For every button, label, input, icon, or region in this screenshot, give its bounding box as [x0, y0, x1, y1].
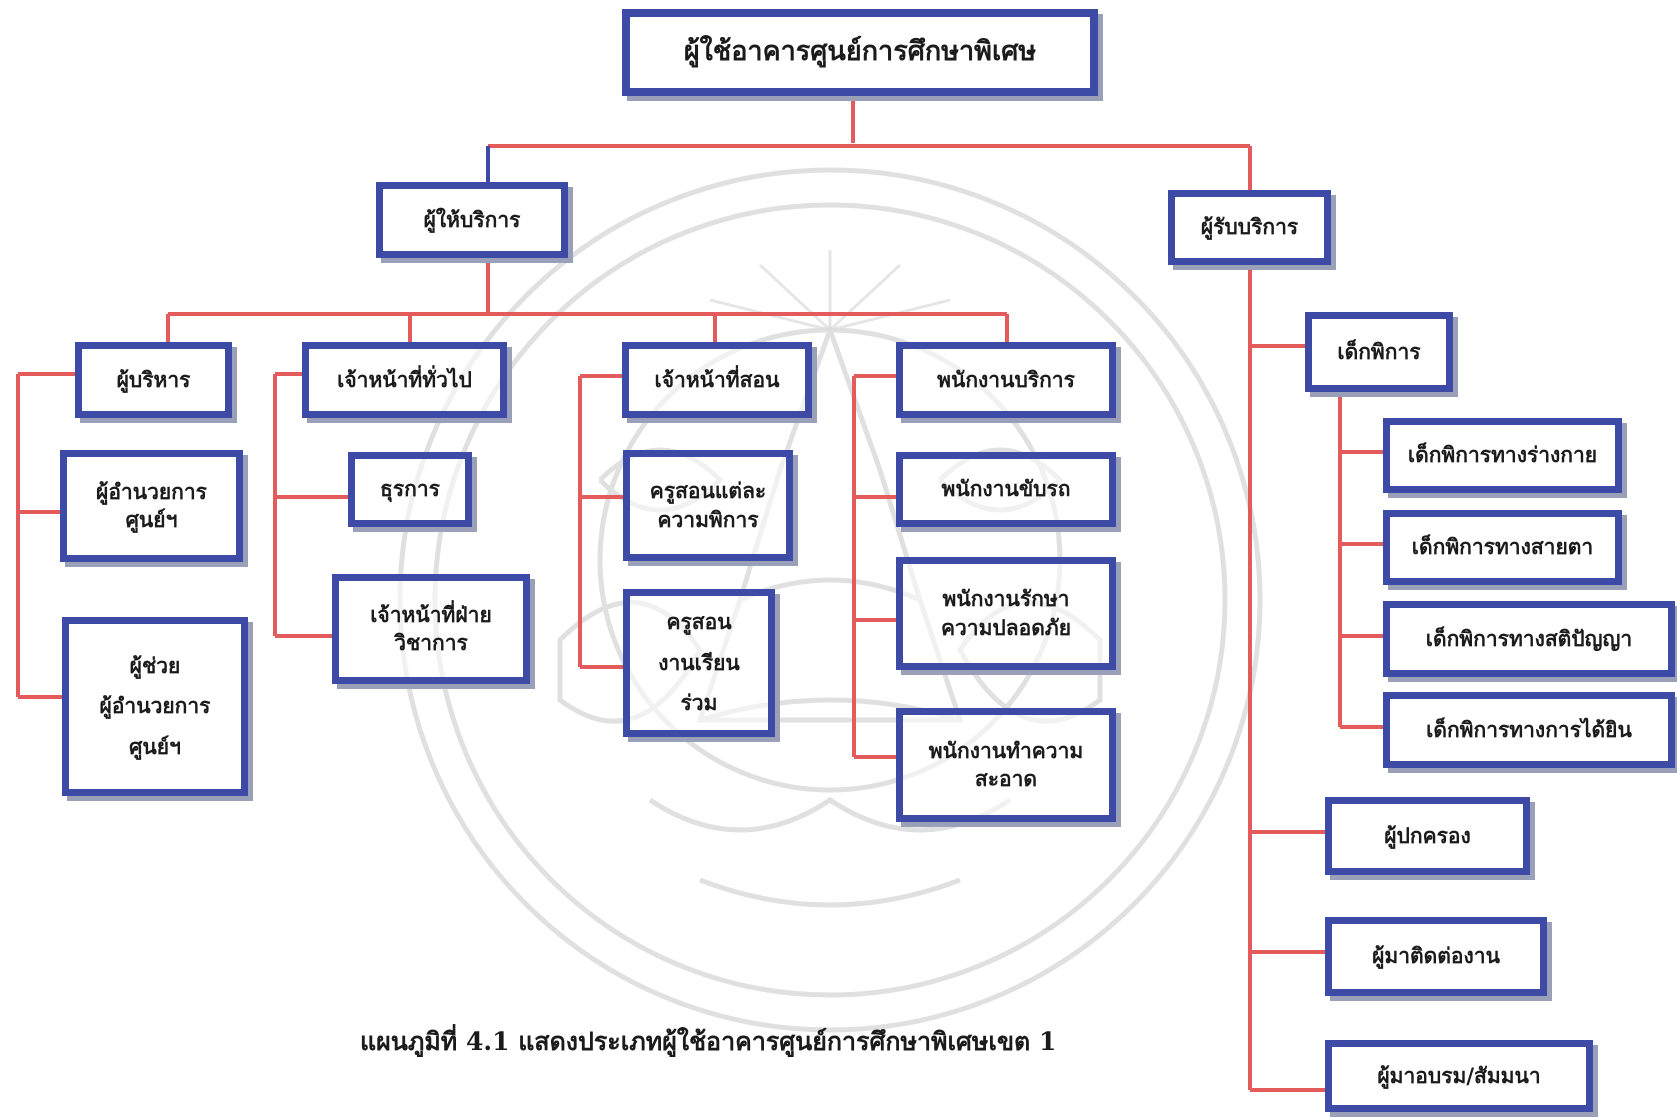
- intellectual-disability-box: เด็กพิการทางสติปัญญา: [1383, 601, 1675, 677]
- assistant-director-line-2: ผู้อำนวยการ: [99, 693, 211, 719]
- physical-disability-label: เด็กพิการทางร่างกาย: [1407, 442, 1598, 468]
- assistant-director-line-3: ศูนย์ฯ: [129, 733, 181, 759]
- cleaning-staff-box: พนักงานทำความ สะอาด: [896, 708, 1116, 822]
- director-line-1: ผู้อำนวยการ: [96, 478, 207, 504]
- inclusive-teacher-box: ครูสอน งานเรียน ร่วม: [623, 589, 775, 737]
- service-staff-box: พนักงานบริการ: [896, 342, 1116, 418]
- administrators-box: ผู้บริหาร: [75, 342, 232, 418]
- assistant-director-line-1: ผู้ช่วย: [129, 652, 181, 678]
- clerical-box: ธุรการ: [348, 452, 472, 527]
- intellectual-disability-label: เด็กพิการทางสติปัญญา: [1425, 625, 1633, 651]
- parents-box: ผู้ปกครอง: [1325, 797, 1530, 875]
- building-users-root-box: ผู้ใช้อาคารศูนย์การศึกษาพิเศษ: [622, 9, 1098, 96]
- security-staff-box: พนักงานรักษา ความปลอดภัย: [896, 557, 1116, 670]
- visual-disability-label: เด็กพิการทางสายตา: [1411, 534, 1594, 560]
- business-visitors-label: ผู้มาติดต่องาน: [1372, 943, 1500, 969]
- general-staff-box: เจ้าหน้าที่ทั่วไป: [302, 342, 507, 418]
- visual-disability-box: เด็กพิการทางสายตา: [1383, 510, 1622, 585]
- cleaning-staff-line-2: สะอาด: [974, 766, 1038, 791]
- trainees-box: ผู้มาอบรม/สัมมนา: [1325, 1040, 1593, 1112]
- general-staff-label: เจ้าหน้าที่ทั่วไป: [337, 366, 472, 392]
- teaching-staff-label: เจ้าหน้าที่สอน: [654, 366, 780, 392]
- security-staff-line-1: พนักงานรักษา: [942, 586, 1070, 612]
- director-box: ผู้อำนวยการ ศูนย์ฯ: [60, 450, 243, 562]
- disability-teacher-line-1: ครูสอนแต่ละ: [649, 478, 767, 504]
- director-line-2: ศูนย์ฯ: [125, 507, 178, 532]
- academic-staff-line-2: วิชาการ: [394, 630, 468, 655]
- disability-teacher-box: ครูสอนแต่ละ ความพิการ: [623, 450, 793, 561]
- inclusive-teacher-line-2: งานเรียน: [658, 649, 740, 675]
- service-receivers-box: ผู้รับบริการ: [1168, 190, 1331, 265]
- disabled-children-box: เด็กพิการ: [1305, 312, 1453, 392]
- hearing-disability-box: เด็กพิการทางการได้ยิน: [1383, 692, 1675, 768]
- figure-caption: แผนภูมิที่ 4.1 แสดงประเภทผู้ใช้อาคารศูนย…: [360, 1027, 1057, 1056]
- administrators-label: ผู้บริหาร: [116, 366, 191, 392]
- disability-teacher-line-2: ความพิการ: [657, 506, 759, 532]
- business-visitors-box: ผู้มาติดต่องาน: [1325, 917, 1547, 996]
- driver-box: พนักงานขับรถ: [896, 452, 1116, 527]
- inclusive-teacher-line-1: ครูสอน: [666, 609, 732, 635]
- parents-label: ผู้ปกครอง: [1384, 822, 1471, 848]
- academic-staff-box: เจ้าหน้าที่ฝ่าย วิชาการ: [332, 574, 530, 684]
- cleaning-staff-line-1: พนักงานทำความ: [928, 737, 1084, 763]
- disabled-children-label: เด็กพิการ: [1337, 338, 1421, 364]
- service-providers-label: ผู้ให้บริการ: [423, 206, 521, 232]
- service-staff-label: พนักงานบริการ: [937, 366, 1075, 392]
- service-providers-box: ผู้ให้บริการ: [376, 182, 568, 258]
- inclusive-teacher-line-3: ร่วม: [680, 690, 718, 716]
- physical-disability-box: เด็กพิการทางร่างกาย: [1383, 418, 1622, 493]
- trainees-label: ผู้มาอบรม/สัมมนา: [1377, 1062, 1541, 1088]
- teaching-staff-box: เจ้าหน้าที่สอน: [622, 342, 812, 418]
- root-label: ผู้ใช้อาคารศูนย์การศึกษาพิเศษ: [683, 36, 1037, 68]
- academic-staff-line-1: เจ้าหน้าที่ฝ่าย: [370, 601, 492, 627]
- driver-label: พนักงานขับรถ: [941, 476, 1071, 502]
- hearing-disability-label: เด็กพิการทางการได้ยิน: [1426, 716, 1632, 742]
- assistant-director-box: ผู้ช่วย ผู้อำนวยการ ศูนย์ฯ: [62, 617, 248, 796]
- security-staff-line-2: ความปลอดภัย: [940, 614, 1072, 640]
- clerical-label: ธุรการ: [380, 476, 440, 502]
- service-receivers-label: ผู้รับบริการ: [1200, 214, 1299, 240]
